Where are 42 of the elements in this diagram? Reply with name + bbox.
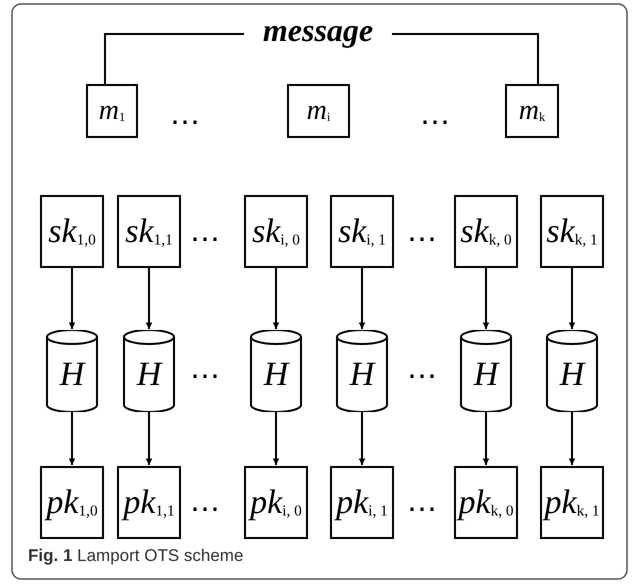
hash-cylinder: H — [250, 330, 302, 412]
hash-cylinder: H — [460, 330, 512, 412]
key-box: sk$_{i, 0}$ — [244, 195, 308, 268]
hash-cylinder: H — [46, 330, 98, 412]
arrow — [272, 412, 280, 465]
arrow — [568, 412, 576, 465]
key-box: pk$_{i, 1}$ — [330, 466, 394, 539]
hash-cylinder: H — [546, 330, 598, 412]
ellipsis: ⋯ — [407, 495, 437, 525]
ellipsis: ⋯ — [420, 108, 450, 138]
connector-line — [104, 33, 244, 84]
arrow — [358, 412, 366, 465]
key-box: sk$_{k, 1}$ — [540, 195, 604, 268]
key-box: pk$_{1,0}$ — [40, 466, 104, 539]
ellipsis: ⋯ — [190, 495, 220, 525]
connector-line — [392, 33, 539, 84]
key-box: sk$_{k, 0}$ — [454, 195, 518, 268]
key-box: sk$_{i, 1}$ — [330, 195, 394, 268]
key-box: pk$_{k, 1}$ — [540, 466, 604, 539]
key-box: pk$_{1,1}$ — [117, 466, 181, 539]
hash-cylinder: H — [336, 330, 388, 412]
ellipsis: ⋯ — [407, 362, 437, 392]
arrow — [146, 268, 152, 329]
ellipsis: ⋯ — [190, 225, 220, 255]
arrow — [568, 268, 576, 329]
ellipsis: ⋯ — [407, 225, 437, 255]
ellipsis: ⋯ — [190, 362, 220, 392]
hash-cylinder: H — [123, 330, 175, 412]
ellipsis: ⋯ — [170, 108, 200, 138]
arrow — [482, 412, 490, 465]
arrow — [272, 268, 280, 329]
arrow — [482, 268, 490, 329]
key-box: pk$_{k, 0}$ — [454, 466, 518, 539]
arrow — [358, 268, 366, 329]
arrow — [68, 412, 76, 465]
key-box: sk$_{1,0}$ — [40, 195, 104, 268]
arrow — [146, 412, 152, 465]
figure-caption: Fig. 1 Lamport OTS scheme — [28, 546, 244, 566]
message-label: message — [250, 10, 386, 50]
key-box: pk$_{i, 0}$ — [244, 466, 308, 539]
key-box: sk$_{1,1}$ — [117, 195, 181, 268]
arrow — [68, 268, 76, 329]
